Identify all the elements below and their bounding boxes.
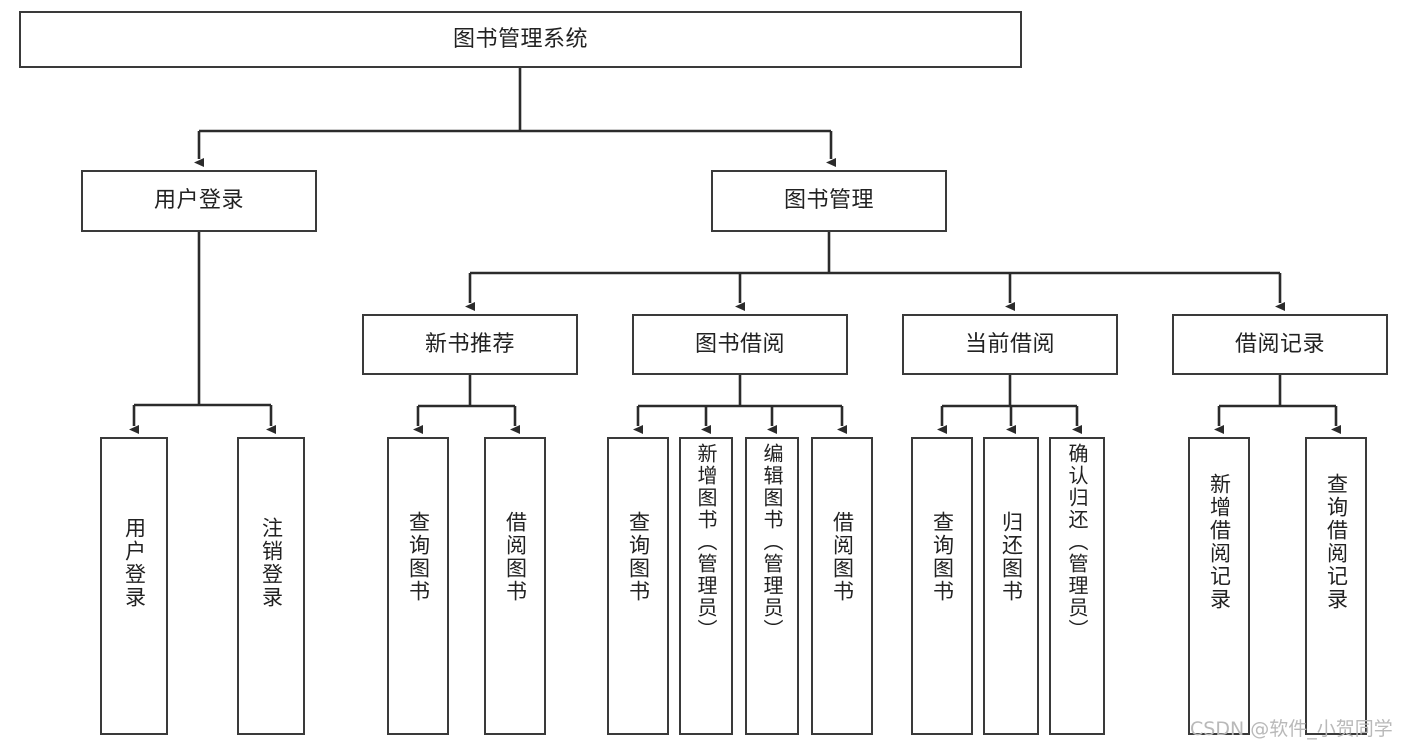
node-label: 借阅图书 bbox=[830, 511, 855, 603]
node-label: 确认归还（管理员） bbox=[1065, 443, 1089, 641]
node-label: 新增图书（管理员） bbox=[694, 443, 718, 641]
node-label: 用户登录 bbox=[153, 188, 244, 214]
node-label: 新增借阅记录 bbox=[1207, 473, 1232, 611]
node-book-borrowing[interactable]: 图书借阅 bbox=[632, 314, 848, 375]
node-user-login[interactable]: 用户登录 bbox=[81, 170, 317, 232]
node-label: 归还图书 bbox=[999, 511, 1024, 603]
node-leaf-return-book[interactable]: 归还图书 bbox=[983, 437, 1039, 735]
node-leaf-lend-book[interactable]: 借阅图书 bbox=[811, 437, 873, 735]
node-label: 注销登录 bbox=[259, 517, 284, 609]
node-label: 查询图书 bbox=[930, 511, 955, 603]
node-label: 查询图书 bbox=[406, 511, 431, 603]
node-leaf-query-borrow-record[interactable]: 查询借阅记录 bbox=[1305, 437, 1367, 735]
node-leaf-user-login[interactable]: 用户登录 bbox=[100, 437, 168, 735]
node-label: 新书推荐 bbox=[424, 331, 515, 357]
node-label: 图书管理系统 bbox=[452, 26, 588, 52]
node-label: 编辑图书（管理员） bbox=[760, 443, 784, 641]
node-borrowing-record[interactable]: 借阅记录 bbox=[1172, 314, 1388, 375]
node-label: 图书借阅 bbox=[694, 331, 785, 357]
node-label: 用户登录 bbox=[122, 517, 147, 609]
node-leaf-confirm-return-admin[interactable]: 确认归还（管理员） bbox=[1049, 437, 1105, 735]
node-label: 借阅记录 bbox=[1234, 331, 1325, 357]
node-label: 查询图书 bbox=[626, 511, 651, 603]
node-leaf-add-borrow-record[interactable]: 新增借阅记录 bbox=[1188, 437, 1250, 735]
node-leaf-query-book-borrow[interactable]: 查询图书 bbox=[607, 437, 669, 735]
node-label: 当前借阅 bbox=[964, 331, 1055, 357]
node-root-book-management-system[interactable]: 图书管理系统 bbox=[19, 11, 1022, 68]
node-label: 借阅图书 bbox=[503, 511, 528, 603]
node-book-management[interactable]: 图书管理 bbox=[711, 170, 947, 232]
node-leaf-borrow-book-newbook[interactable]: 借阅图书 bbox=[484, 437, 546, 735]
node-leaf-query-book-newbook[interactable]: 查询图书 bbox=[387, 437, 449, 735]
node-label: 图书管理 bbox=[783, 188, 874, 214]
node-leaf-add-book-admin[interactable]: 新增图书（管理员） bbox=[679, 437, 733, 735]
node-new-book-recommendation[interactable]: 新书推荐 bbox=[362, 314, 578, 375]
node-label: 查询借阅记录 bbox=[1324, 473, 1349, 611]
node-leaf-query-book-current[interactable]: 查询图书 bbox=[911, 437, 973, 735]
csdn-watermark: CSDN @软件_小贺同学 bbox=[1190, 718, 1393, 740]
node-leaf-edit-book-admin[interactable]: 编辑图书（管理员） bbox=[745, 437, 799, 735]
node-leaf-logout[interactable]: 注销登录 bbox=[237, 437, 305, 735]
node-current-borrowing[interactable]: 当前借阅 bbox=[902, 314, 1118, 375]
